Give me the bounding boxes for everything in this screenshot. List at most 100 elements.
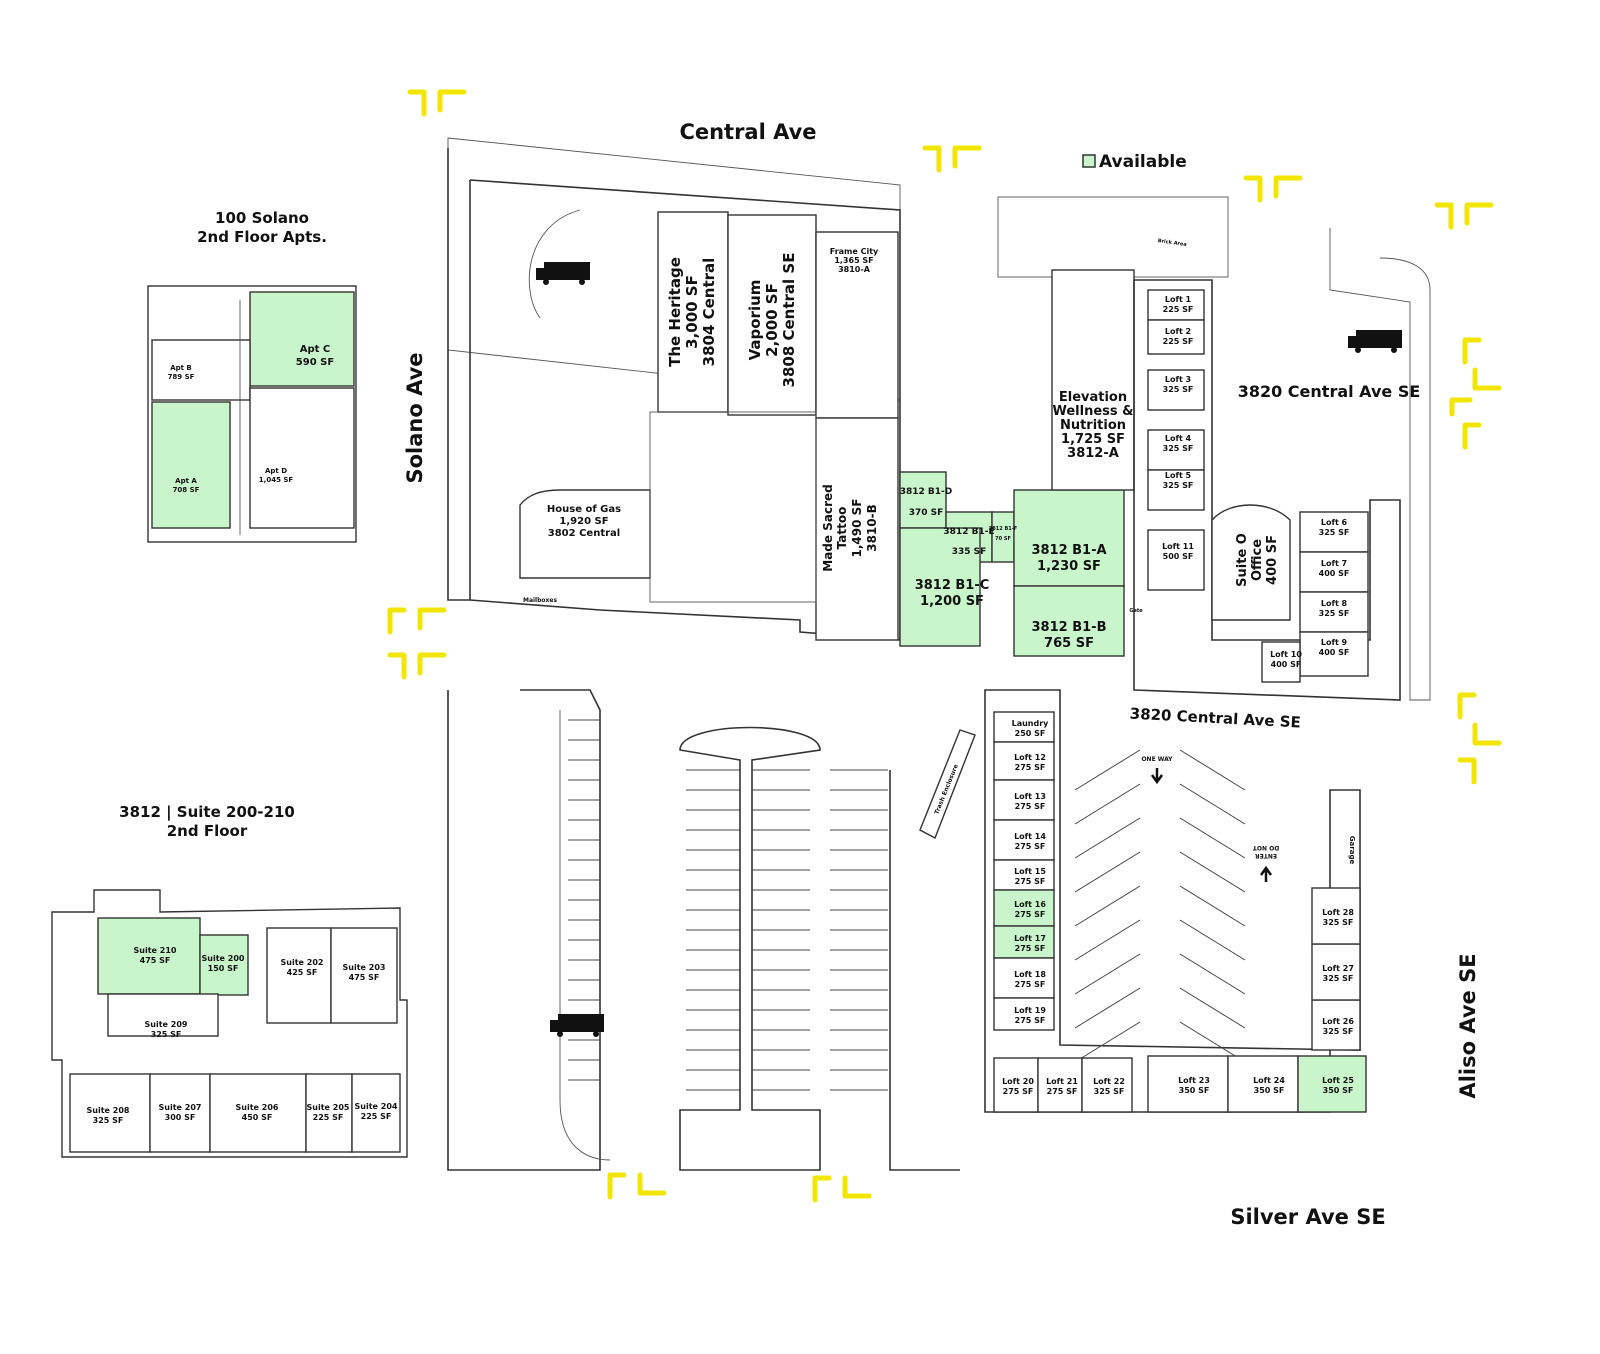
- south-loft-unit[interactable]: [993, 997, 1055, 1031]
- address-label-top: 3820 Central Ave SE: [1238, 382, 1421, 401]
- apt-d-unit[interactable]: [249, 387, 355, 529]
- suite-209-unit[interactable]: [107, 993, 219, 1037]
- inset-apts-title-1: 100 Solano: [215, 209, 309, 227]
- south-loft-unit[interactable]: [1311, 887, 1361, 945]
- apt-a-unit[interactable]: [151, 401, 231, 529]
- suite-205-unit[interactable]: [305, 1073, 353, 1153]
- made-sacred-name2: Tattoo: [835, 507, 849, 550]
- heritage-space[interactable]: [657, 211, 729, 413]
- suite-208-label: Suite 208: [87, 1106, 130, 1115]
- loft-5-area: 325 SF: [1163, 481, 1194, 490]
- loft-3[interactable]: [1147, 369, 1205, 411]
- south-loft-unit[interactable]: [993, 925, 1055, 959]
- south-loft-unit[interactable]: [993, 1057, 1039, 1113]
- b1-a-unit[interactable]: [1013, 489, 1125, 587]
- south-loft-area: 325 SF: [1094, 1087, 1125, 1096]
- south-loft-unit[interactable]: [993, 741, 1055, 781]
- parking-stall-line: [1074, 919, 1141, 961]
- one-way-arrow-icon: [1150, 768, 1164, 785]
- loft-9-area: 400 SF: [1319, 648, 1350, 657]
- main-building-outline: [469, 179, 901, 641]
- inset-suites-title-2: 2nd Floor: [167, 822, 248, 840]
- south-loft-name: Laundry: [1012, 719, 1050, 728]
- south-loft-area: 275 SF: [1015, 910, 1046, 919]
- heritage-name: The Heritage: [666, 257, 684, 367]
- suite-o-name2: Office: [1250, 539, 1265, 581]
- south-loft-name: Loft 20: [1002, 1077, 1034, 1086]
- frame-city-space[interactable]: [815, 231, 899, 419]
- traffic-arrows: [387, 89, 1502, 1203]
- apt-c-unit[interactable]: [249, 291, 355, 387]
- suite-204-unit[interactable]: [351, 1073, 401, 1153]
- north-lofts-outline: [1133, 279, 1401, 701]
- loft-4[interactable]: [1147, 429, 1205, 471]
- suite-207-unit[interactable]: [149, 1073, 211, 1153]
- loft-9-name: Loft 9: [1321, 638, 1348, 647]
- south-loft-unit[interactable]: [1311, 999, 1361, 1051]
- suite-206-unit[interactable]: [209, 1073, 307, 1153]
- south-loft-unit[interactable]: [1037, 1057, 1083, 1113]
- loft-7-area: 400 SF: [1319, 569, 1350, 578]
- loft-11-area: 500 SF: [1163, 552, 1194, 561]
- loft-2-name: Loft 2: [1165, 327, 1191, 336]
- loft-2-area: 225 SF: [1163, 337, 1194, 346]
- loft-6-name: Loft 6: [1321, 518, 1348, 527]
- loft-1[interactable]: [1147, 289, 1205, 321]
- apt-b-unit[interactable]: [151, 339, 251, 401]
- loft-7[interactable]: [1299, 551, 1369, 593]
- south-loft-unit[interactable]: [993, 889, 1055, 927]
- south-loft-unit[interactable]: [1227, 1055, 1299, 1113]
- suite-203-label: Suite 203: [343, 963, 386, 972]
- vaporium-area: 2,000 SF: [763, 283, 781, 357]
- traffic-arrow-icon: [1462, 422, 1482, 450]
- suite-o-area: 400 SF: [1265, 535, 1280, 585]
- apt-b-area: 789 SF: [168, 373, 195, 381]
- parking-stall-line: [1179, 749, 1246, 791]
- south-loft-area: 275 SF: [1015, 802, 1046, 811]
- loft-11[interactable]: [1147, 529, 1205, 591]
- b1-c-unit[interactable]: [899, 527, 981, 647]
- south-loft-area: 275 SF: [1003, 1087, 1034, 1096]
- vaporium-space[interactable]: [727, 214, 817, 416]
- legend-label: Available: [1099, 152, 1187, 172]
- b1-f-area: 70 SF: [995, 536, 1011, 542]
- b1-c-name: 3812 B1-C: [915, 578, 990, 593]
- suite-210-unit[interactable]: [97, 917, 201, 995]
- south-loft-area: 325 SF: [1323, 1027, 1354, 1036]
- food-truck-icon: [550, 1014, 604, 1037]
- loft-2[interactable]: [1147, 319, 1205, 355]
- suite-200-unit[interactable]: [199, 934, 249, 996]
- heritage-address: 3804 Central: [700, 258, 718, 367]
- south-loft-unit[interactable]: [993, 779, 1055, 821]
- south-loft-area: 275 SF: [1015, 980, 1046, 989]
- south-loft-unit[interactable]: [1081, 1057, 1133, 1113]
- garage-label: Garage: [1348, 836, 1356, 865]
- suite-208-unit[interactable]: [69, 1073, 151, 1153]
- parking-stall-line: [1179, 851, 1246, 893]
- suite-o-space[interactable]: [1211, 504, 1291, 621]
- made-sacred-space[interactable]: [815, 417, 899, 641]
- b1-d-unit[interactable]: [899, 471, 947, 529]
- parking-stall-line: [1179, 919, 1246, 961]
- traffic-arrow-icon: [417, 652, 447, 676]
- loft-8[interactable]: [1299, 591, 1369, 633]
- south-loft-name: Loft 23: [1178, 1076, 1210, 1085]
- south-loft-unit[interactable]: [1297, 1055, 1367, 1113]
- elevation-space[interactable]: [1051, 269, 1135, 491]
- loft-10[interactable]: [1261, 641, 1301, 683]
- suite-203-unit[interactable]: [330, 927, 398, 1024]
- loft-9[interactable]: [1299, 631, 1369, 677]
- suite-207-area: 300 SF: [165, 1113, 196, 1122]
- solano-building-edge: [447, 148, 471, 601]
- angled-parking: [1074, 749, 1246, 1063]
- suite-206-label: Suite 206: [236, 1103, 279, 1112]
- loft-6[interactable]: [1299, 511, 1369, 553]
- loft-5[interactable]: [1147, 469, 1205, 511]
- suite-208-area: 325 SF: [93, 1116, 124, 1125]
- parking-stall-line: [1074, 817, 1141, 859]
- south-loft-unit[interactable]: [993, 957, 1055, 999]
- b1-b-unit[interactable]: [1013, 585, 1125, 657]
- traffic-arrow-icon: [812, 1175, 832, 1203]
- up-arrow-icon: [1259, 865, 1273, 882]
- south-loft-unit[interactable]: [1311, 943, 1361, 1001]
